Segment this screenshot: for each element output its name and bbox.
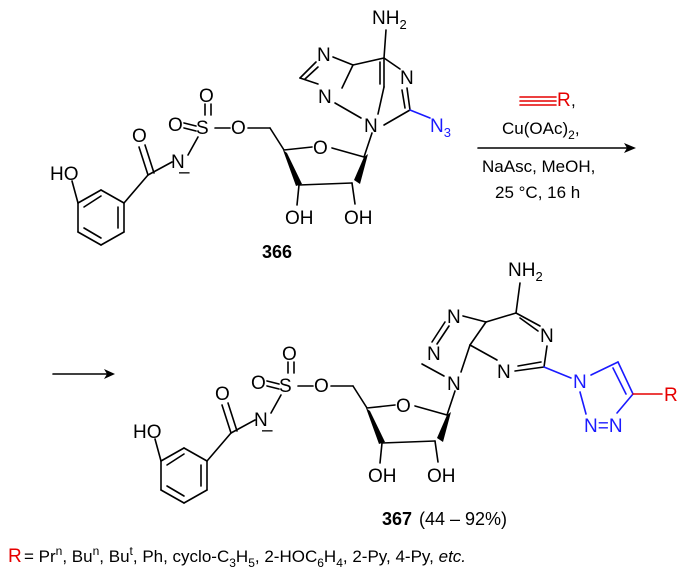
amino-label-2: NH2 [508,260,543,284]
sulfonyl-oxygen-label-2: O [251,373,266,394]
purine-n1-label-2: N [540,326,554,347]
hydroxyl-3-label: OH [344,208,373,229]
purine-n1-label: N [400,68,414,89]
alkyne-r-label: R [557,90,571,111]
purine-n3b-label-2: N [497,362,511,383]
hydroxyl-label: HO [50,164,79,185]
hydroxyl-2-label: OH [285,208,314,229]
temperature-time-label: 25 °C, 16 h [495,183,580,202]
continuation-arrow [52,369,115,379]
compound-367-label: 367 [382,509,412,529]
svg-text:,: , [571,91,576,110]
hydroxyl-2-label-2: OH [368,466,397,487]
benzene-ring-2 [160,447,208,504]
purine-ring: N N N NH2 N N3 [299,8,451,140]
purine-n9-label-2: N [427,344,441,365]
purine-n3-label: N [364,116,378,137]
sulfonamide-nitrogen-label: N [171,152,185,173]
purine-n3-label-2: N [447,374,461,395]
sulfonyl-oxygen-top-label-2: O [282,344,297,365]
ring-oxygen-label: O [313,138,328,159]
svg-text:–: – [179,162,190,183]
reaction-conditions: R , Cu(OAc)2, NaAsc, MeOH, 25 °C, 16 h [482,90,595,202]
compound-366-label: 366 [262,242,292,262]
benzene-ring [77,189,125,246]
ascorbate-methanol-label: NaAsc, MeOH, [482,157,595,176]
sulfonyl-oxygen-label: O [168,115,183,136]
ribose-ring-2: O OH OH [366,390,456,487]
purine-ring-2: N N N N NH2 N [421,260,572,395]
sulfonamide-nitrogen-label-2: N [254,410,268,431]
footnote-r-label: R [8,546,22,567]
alkyne-reagent: R , [519,90,576,111]
sulfur-label: S [196,118,209,139]
hydroxyl-3-label-2: OH [427,466,456,487]
sulfonyl-oxygen-top-label: O [199,86,214,107]
carbonyl-oxygen-label-2: O [215,384,230,405]
r-group-label: R [664,385,678,406]
svg-text:–: – [262,420,273,441]
hydroxyl-label-2: HO [133,422,162,443]
compound-367-structure: HO O N – S O O O O OH OH [133,260,678,504]
purine-n7-label: N [317,45,331,66]
footnote-substituents: = Prn, Bun, But, Ph, cyclo-C3H5, 2-HOC6H… [24,544,466,570]
triazole-n1-label: N [573,372,587,393]
r-group-definition: R = Prn, Bun, But, Ph, cyclo-C3H5, 2-HOC… [8,544,466,570]
amino-label: NH2 [372,8,407,32]
purine-n7-label-2: N [447,307,461,328]
azide-label: N3 [430,116,451,140]
ring-oxygen-label-2: O [396,396,411,417]
yield-label: (44 – 92%) [419,509,507,529]
reaction-arrow [477,143,636,153]
ribose-ring: O OH OH [283,132,373,229]
carbonyl-oxygen-label: O [132,126,147,147]
sulfur-label-2: S [279,376,292,397]
triazole-ring: N N=N R [573,361,678,437]
ether-oxygen-label: O [231,118,246,139]
triazole-nn-label: N=N [584,416,623,437]
purine-n9-label: N [318,87,332,108]
compound-366-structure: HO O N – S O O O O OH [50,8,451,246]
copper-acetate-label: Cu(OAc)2, [502,119,580,142]
ether-oxygen-label-2: O [314,376,329,397]
